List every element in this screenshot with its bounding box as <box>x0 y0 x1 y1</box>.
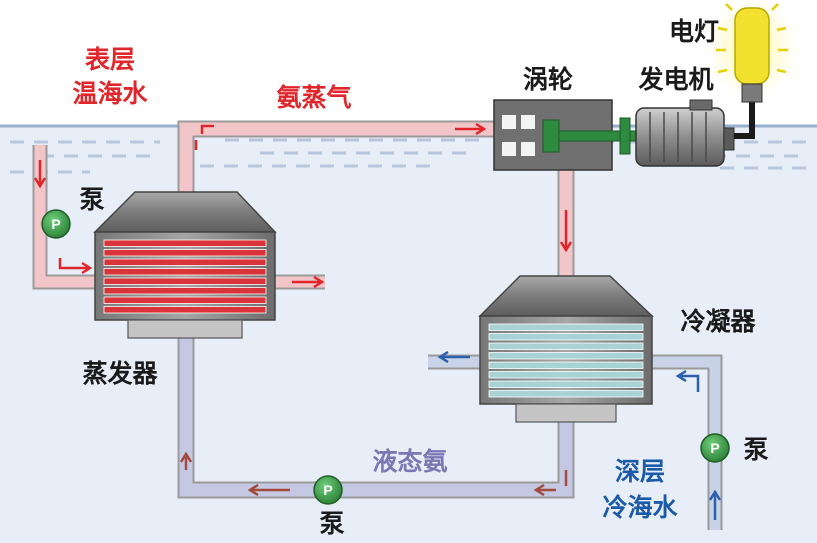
condenser <box>478 275 654 423</box>
condenser-fins <box>488 323 644 398</box>
condenser-fin <box>488 333 644 341</box>
generator <box>635 99 735 167</box>
label-pump-left: 泵 <box>79 186 104 214</box>
pump-right: P <box>700 433 730 463</box>
label-pump-bottom: 泵 <box>319 510 344 538</box>
evaporator-base <box>127 319 243 339</box>
warm-flow-arrows <box>33 160 325 289</box>
evaporator-fin <box>103 277 267 285</box>
evaporator-fins <box>103 239 267 314</box>
liquid-ammonia-pipe <box>177 330 575 499</box>
evaporator-fin <box>103 249 267 257</box>
pump-symbol: P <box>51 216 60 232</box>
condenser-base <box>515 403 617 423</box>
lamp-base <box>741 83 763 103</box>
label-pump-right: 泵 <box>743 436 768 464</box>
evaporator-fin <box>103 287 267 295</box>
condenser-fin <box>488 352 644 360</box>
label-surface-warm-water-2: 温海水 <box>72 79 148 108</box>
label-condenser: 冷凝器 <box>680 307 756 336</box>
turbine-vent <box>521 115 535 129</box>
turbine-rotor <box>542 119 560 153</box>
condenser-fin <box>488 361 644 369</box>
condenser-fin <box>488 323 644 331</box>
shaft-coupling <box>619 117 631 155</box>
turbine-vent <box>521 142 535 156</box>
label-liquid-ammonia: 液态氨 <box>372 447 447 476</box>
evaporator <box>93 191 277 339</box>
turbine-vent <box>502 142 516 156</box>
label-turbine: 涡轮 <box>523 66 573 94</box>
turbine-vent <box>502 115 516 129</box>
evaporator-fin <box>103 306 267 314</box>
generator-end-cap <box>723 127 735 151</box>
generator-body <box>635 107 725 167</box>
condenser-fin <box>488 390 644 398</box>
evaporator-fin <box>103 239 267 247</box>
label-generator: 发电机 <box>637 65 713 94</box>
ammonia-flow-arrows <box>179 451 568 497</box>
label-ammonia-vapor: 氨蒸气 <box>276 83 351 112</box>
label-lamp: 电灯 <box>669 18 719 46</box>
generator-terminal <box>689 99 713 111</box>
turbine <box>493 99 638 171</box>
pump-bottom: P <box>313 475 343 505</box>
lamp-bulb <box>734 7 770 85</box>
label-deep-cold-water-1: 深层 <box>615 458 665 486</box>
warm-water-pipes <box>32 145 325 290</box>
cold-flow-arrows <box>437 350 722 520</box>
condenser-fin <box>488 380 644 388</box>
power-wire <box>734 102 755 139</box>
generator-ribs <box>649 112 707 162</box>
label-evaporator: 蒸发器 <box>82 359 158 388</box>
vapor-flow-arrows <box>194 122 573 253</box>
label-surface-warm-water-1: 表层 <box>85 46 135 74</box>
evaporator-fin <box>103 258 267 266</box>
pump-symbol: P <box>323 482 332 498</box>
condenser-fin <box>488 342 644 350</box>
evaporator-fin <box>103 296 267 304</box>
lamp <box>708 0 796 103</box>
pump-symbol: P <box>710 440 719 456</box>
evaporator-fin <box>103 268 267 276</box>
lamp-rays <box>716 3 788 74</box>
cold-water-pipes <box>428 350 723 530</box>
label-deep-cold-water-2: 冷海水 <box>602 493 678 522</box>
condenser-fin <box>488 371 644 379</box>
pump-left: P <box>41 209 71 239</box>
